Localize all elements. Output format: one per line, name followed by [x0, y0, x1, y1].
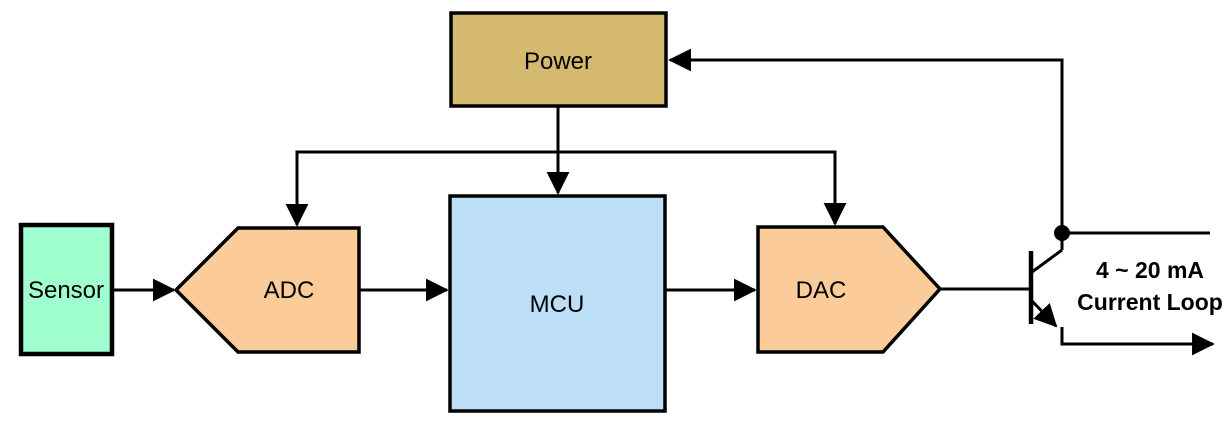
mcu-label: MCU	[530, 291, 585, 318]
blocks: Power Sensor ADC MCU DAC	[18, 11, 943, 413]
current-loop-annotation: 4 ~ 20 mA Current Loop	[1077, 257, 1223, 315]
transistor-emitter-arrow	[1030, 299, 1058, 328]
wire-power-rail-to-adc-and-dac	[285, 150, 847, 227]
transistor-collector	[1031, 248, 1063, 274]
sensor-block	[18, 222, 115, 357]
adc-label: ADC	[264, 277, 315, 304]
wire-loop-feedback-to-power	[668, 48, 1064, 250]
junction-dot	[1054, 225, 1070, 241]
current-loop-label-line2: Current Loop	[1077, 289, 1223, 315]
wires	[112, 48, 1215, 356]
mcu-block	[448, 194, 667, 413]
sensor-label: Sensor	[28, 277, 104, 304]
dac-block	[756, 225, 943, 354]
adc-block	[173, 226, 361, 354]
wire-emitter-to-loop-output	[1060, 327, 1215, 356]
power-block	[449, 11, 668, 108]
current-loop-label-line1: 4 ~ 20 mA	[1096, 257, 1204, 283]
npn-transistor-icon	[1028, 225, 1070, 328]
power-label: Power	[524, 48, 592, 75]
dac-label: DAC	[796, 277, 847, 304]
